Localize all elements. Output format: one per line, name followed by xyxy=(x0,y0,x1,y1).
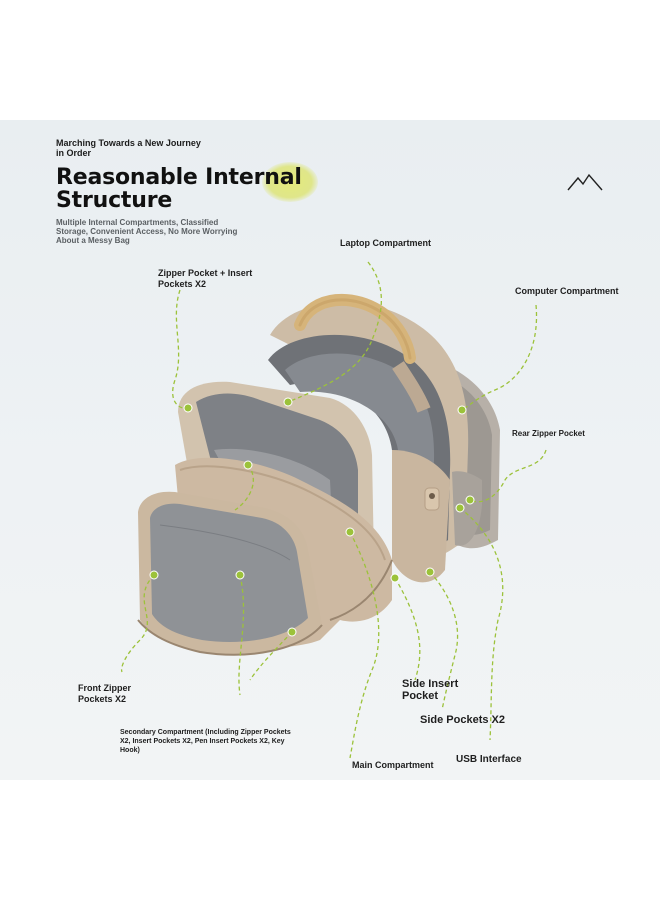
label-usb-interface: USB Interface xyxy=(456,754,522,765)
annotation-lines xyxy=(120,261,547,759)
title-highlight xyxy=(262,162,318,202)
label-side-insert-pocket: Side Insert Pocket xyxy=(402,678,459,702)
backpack-illustration xyxy=(120,261,547,759)
label-computer-compartment: Computer Compartment xyxy=(515,286,619,296)
product-panel: Marching Towards a New Journey in Order … xyxy=(0,120,660,780)
label-zipper-insert: Zipper Pocket + Insert Pockets X2 xyxy=(158,268,253,289)
label-rear-zipper-pocket: Rear Zipper Pocket xyxy=(512,429,585,438)
label-laptop-compartment: Laptop Compartment xyxy=(340,238,431,248)
mountain-logo-icon xyxy=(567,173,603,191)
label-side-pockets: Side Pockets X2 xyxy=(420,714,505,726)
label-front-zipper-pockets: Front Zipper Pockets X2 xyxy=(78,683,131,704)
page-title: Reasonable Internal Structure xyxy=(56,165,302,213)
subtitle: Multiple Internal Compartments, Classifi… xyxy=(56,218,238,245)
annotation-dots xyxy=(149,397,475,637)
label-secondary-compartment: Secondary Compartment (Including Zipper … xyxy=(120,729,291,754)
label-main-compartment: Main Compartment xyxy=(352,760,434,770)
tagline: Marching Towards a New Journey in Order xyxy=(56,138,201,158)
